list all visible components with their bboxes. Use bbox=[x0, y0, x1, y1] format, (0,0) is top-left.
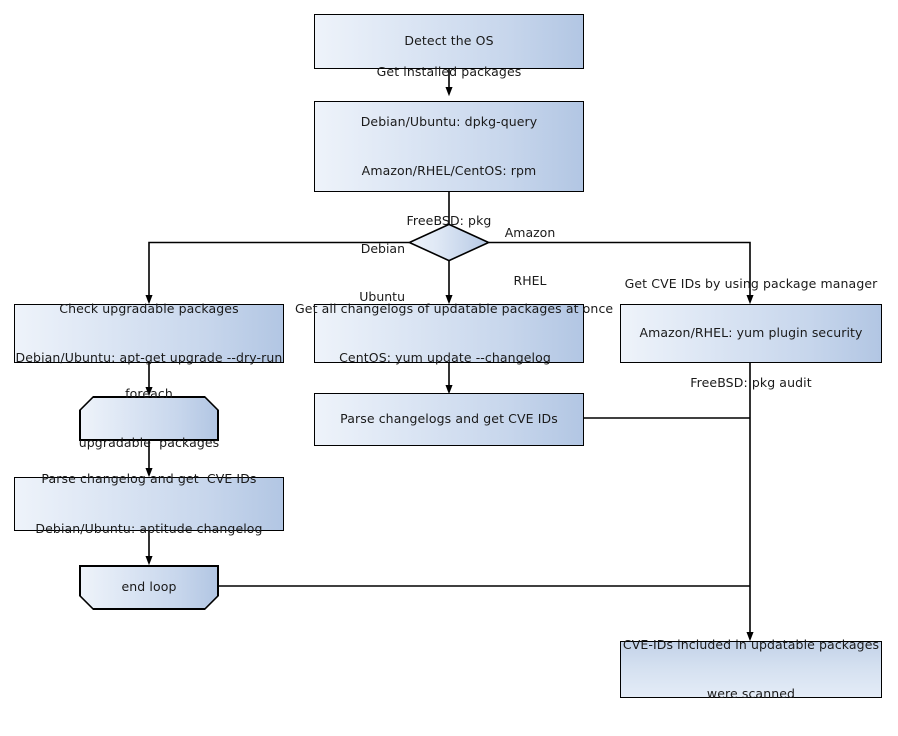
node-get-cve-ids-line-3: FreeBSD: pkg audit bbox=[690, 374, 812, 390]
decision-diamond-shape bbox=[408, 223, 490, 262]
node-get-installed-line-4: FreeBSD: pkg bbox=[406, 212, 492, 228]
node-result-line-2: were scanned bbox=[706, 686, 796, 701]
edge-label-branch-left-line-2: Ubuntu bbox=[359, 289, 405, 304]
edge-label-branch-left-line-1: Debian bbox=[360, 241, 405, 256]
node-get-cve-ids-line-1: Get CVE IDs by using package manager bbox=[624, 275, 878, 291]
node-check-upgradable-line-2: Debian/Ubuntu: apt-get upgrade --dry-run bbox=[15, 350, 283, 365]
node-get-cve-ids-package-manager[interactable]: Get CVE IDs by using package manager Ama… bbox=[620, 276, 882, 390]
edge-decision-right bbox=[489, 241, 754, 305]
node-parse-changelog-single[interactable]: Parse changelog and get CVE IDs Debian/U… bbox=[14, 471, 284, 536]
node-get-installed-packages[interactable]: Get installed packages Debian/Ubuntu: dp… bbox=[314, 64, 584, 228]
node-os-decision[interactable] bbox=[408, 223, 490, 262]
node-check-upgradable-line-1: Check upgradable packages bbox=[59, 300, 239, 316]
end-loop-shape-fill bbox=[81, 567, 218, 609]
node-detect-os-label: Detect the OS bbox=[404, 33, 494, 49]
node-get-installed-packages-text: Get installed packages Debian/Ubuntu: dp… bbox=[361, 31, 538, 262]
edge-label-branch-right-line-1: Amazon bbox=[504, 225, 556, 240]
node-result-line-1: CVE-IDs included in updatable packages bbox=[622, 636, 880, 652]
edge-decision-left bbox=[145, 241, 409, 305]
node-end-loop-label: end loop bbox=[121, 579, 177, 595]
node-parse-changelog-single-text: Parse changelog and get CVE IDs Debian/U… bbox=[35, 438, 262, 570]
node-check-upgradable-packages[interactable]: Check upgradable packages Debian/Ubuntu:… bbox=[14, 301, 284, 365]
edge-label-branch-left: Debian Ubuntu bbox=[350, 209, 405, 321]
node-detect-os[interactable]: Detect the OS bbox=[314, 14, 584, 69]
node-get-all-changelogs-line-1: Get all changelogs of updatable packages… bbox=[295, 300, 614, 316]
node-foreach-loop-start[interactable]: foreach upgradable packages bbox=[79, 386, 219, 451]
node-foreach-text: foreach upgradable packages bbox=[79, 353, 220, 485]
node-parse-changelog-single-line-2: Debian/Ubuntu: aptitude changelog bbox=[35, 520, 263, 536]
node-get-all-changelogs-text: Get all changelogs of updatable packages… bbox=[295, 268, 613, 400]
node-foreach-line-1: foreach bbox=[125, 385, 173, 401]
node-check-upgradable-text: Check upgradable packages Debian/Ubuntu:… bbox=[16, 268, 283, 400]
foreach-shape-fill bbox=[81, 398, 218, 440]
node-result-text: CVE-IDs included in updatable packages w… bbox=[623, 604, 879, 736]
node-get-all-changelogs[interactable]: Get all changelogs of updatable packages… bbox=[295, 301, 613, 366]
node-parse-changelogs-multi[interactable]: Parse changelogs and get CVE IDs bbox=[314, 393, 584, 446]
node-get-installed-line-1: Get installed packages bbox=[376, 64, 522, 79]
node-get-cve-ids-text: Get CVE IDs by using package manager Ama… bbox=[625, 243, 878, 425]
node-parse-changelogs-multi-label: Parse changelogs and get CVE IDs bbox=[340, 411, 558, 427]
node-get-all-changelogs-line-2: CentOS: yum update --changelog bbox=[339, 350, 551, 365]
node-result-scanned[interactable]: CVE-IDs included in updatable packages w… bbox=[620, 637, 882, 701]
connector-layer bbox=[145, 69, 754, 642]
node-get-installed-line-3: Amazon/RHEL/CentOS: rpm bbox=[361, 163, 537, 178]
node-foreach-line-2: upgradable packages bbox=[78, 435, 220, 450]
node-parse-changelog-single-line-1: Parse changelog and get CVE IDs bbox=[41, 471, 257, 486]
node-end-loop[interactable]: end loop bbox=[79, 565, 219, 610]
edge-label-branch-right-line-2: RHEL bbox=[513, 273, 547, 288]
node-get-cve-ids-line-2: Amazon/RHEL: yum plugin security bbox=[639, 325, 863, 341]
node-get-installed-line-2: Debian/Ubuntu: dpkg-query bbox=[360, 113, 538, 129]
